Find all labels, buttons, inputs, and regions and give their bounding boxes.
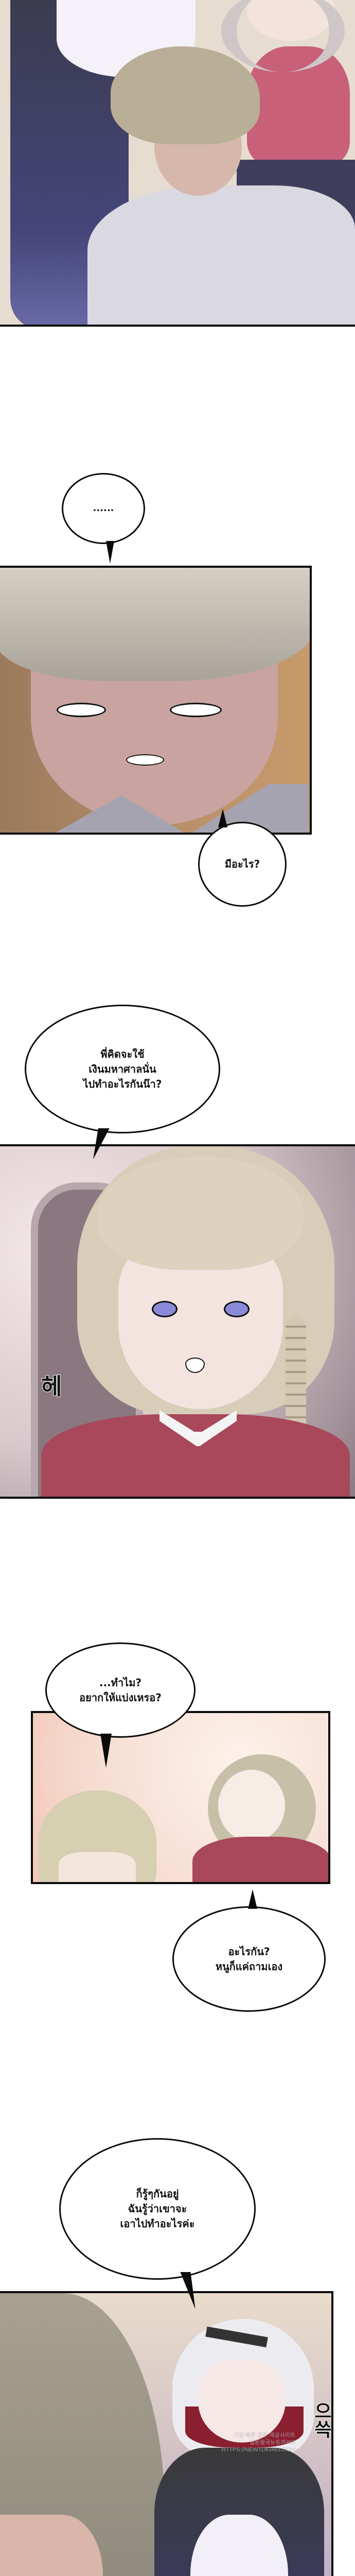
panel-4-art (33, 1713, 328, 1882)
boy-shirt (87, 185, 355, 325)
panel-3-art (0, 1146, 355, 1497)
braid (286, 1316, 306, 1435)
bubble-text: พี่คิดจะใช้ (100, 1047, 145, 1060)
boy-face (59, 1852, 136, 1882)
red-blouse (41, 1414, 350, 1497)
bubble-text: ...ทำไม? (99, 1676, 142, 1689)
bubble-text: อะไรกัน? (228, 1945, 270, 1958)
eye-left (152, 1301, 177, 1317)
sfx-he: 헤 (41, 1373, 63, 1400)
boy-hair-closeup (0, 568, 310, 681)
watermark-line: 가장 빠른 웹툰 제공사이트 (244, 630, 307, 636)
maid-face (198, 2360, 286, 2443)
bubble-tail (248, 1889, 257, 1909)
bubble-text: หนูก็แค่ถามเอง (215, 1960, 283, 1973)
speech-bubble-4: ...ทำไม? อยากให้แบ่งเหรอ? (45, 1642, 196, 1738)
bubble-text: ฉันรู้ว่าเขาจะ (128, 2202, 187, 2215)
bubble-tail (106, 541, 114, 564)
watermark-line: 웹툰왕국뉴토끼463 (249, 2439, 295, 2446)
bubble-text: ...... (93, 502, 114, 514)
mouth (126, 754, 164, 766)
speech-bubble-3: พี่คิดจะใช้ เงินมหาศาลนั่น ไปทำอะไรกันน๊… (25, 1005, 220, 1133)
eye-right (224, 1301, 250, 1317)
girl-blouse (192, 1837, 328, 1882)
panel-2-art (0, 568, 310, 833)
watermark-line: 웹툰왕국뉴토끼463 (260, 636, 307, 643)
panel-5: 으쓱 가장 빠른 웹툰 제공사이트 웹툰왕국뉴토끼463 HTTPS://NEW… (0, 2291, 333, 2576)
girl-bangs (98, 1157, 304, 1270)
watermark-line: 가장 빠른 웹툰 제공사이트 (233, 2432, 296, 2438)
bubble-text: มีอะไร? (224, 858, 260, 870)
watermark: 가장 빠른 웹툰 제공사이트 웹툰왕국뉴토끼463 HTTPS://NEWTOK… (233, 630, 307, 651)
panel-3: 헤 (0, 1144, 355, 1499)
speech-bubble-6: ก็รู้ๆกันอยู่ ฉันรู้ว่าเขาจะ เอาไปทำอะไร… (59, 2138, 256, 2280)
bubble-tail (218, 809, 227, 827)
panel-5-art (0, 2293, 331, 2576)
panel-2: 가장 빠른 웹툰 제공사이트 웹툰왕국뉴토끼463 HTTPS://NEWTOK… (0, 566, 312, 835)
panel-4 (31, 1711, 330, 1884)
panel-1 (0, 0, 355, 327)
bubble-text: เอาไปทำอะไรค่ะ (120, 2217, 195, 2230)
bubble-text: เงินมหาศาลนั่น (88, 1062, 156, 1075)
watermark-line: HTTPS://NEWTOKI463.COM (233, 643, 307, 650)
eye-left (57, 703, 106, 717)
eye-right (170, 703, 222, 717)
watermark-line: HTTPS://NEWTOKI463.COM (221, 2446, 295, 2453)
speech-bubble-2: มีอะไร? (198, 822, 287, 907)
girl-face (218, 1770, 285, 1842)
panel-1-art (0, 0, 355, 325)
speech-bubble-5: อะไรกัน? หนูก็แค่ถามเอง (172, 1906, 326, 2012)
sfx-eussuk: 으쓱 (310, 2401, 332, 2439)
speech-bubble-1: ...... (62, 473, 145, 544)
bubble-text: ก็รู้ๆกันอยู่ (136, 2188, 179, 2200)
mouth (185, 1358, 205, 1373)
boy-hair (111, 46, 260, 144)
bubble-tail (100, 1734, 112, 1768)
bubble-text: อยากให้แบ่งเหรอ? (79, 1691, 162, 1704)
watermark: 가장 빠른 웹툰 제공사이트 웹툰왕국뉴토끼463 HTTPS://NEWTOK… (222, 2432, 295, 2453)
bubble-text: ไปทำอะไรกันน๊า? (83, 1077, 162, 1090)
